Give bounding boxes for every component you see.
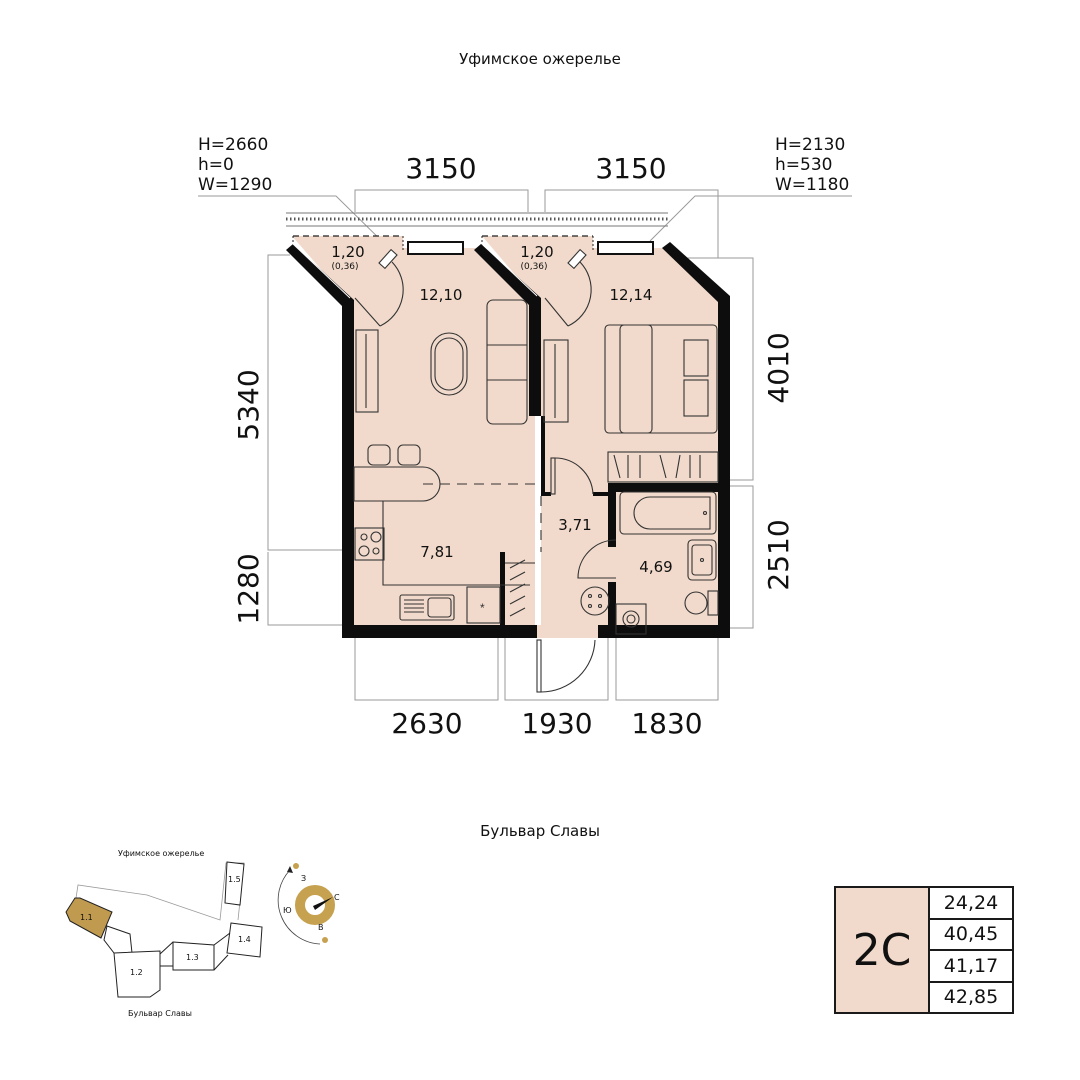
apartment-areas: 24,24 40,45 41,17 42,85	[930, 888, 1012, 1012]
minimap-street-top: Уфимское ожерелье	[118, 849, 204, 858]
svg-text:С: С	[334, 893, 340, 902]
dim-bottom-mid: 1930	[521, 707, 592, 740]
apartment-summary: 2С 24,24 40,45 41,17 42,85	[834, 886, 1014, 1014]
svg-text:1.1: 1.1	[80, 913, 93, 922]
dim-top-right: 3150	[595, 152, 666, 185]
street-top-label: Уфимское ожерелье	[459, 50, 621, 68]
window-spec-left: H=2660 h=0 W=1290	[198, 135, 272, 195]
area-total: 40,45	[930, 919, 1012, 949]
svg-text:W=1290: W=1290	[198, 175, 272, 195]
street-bottom-label: Бульвар Славы	[480, 822, 600, 840]
minimap-street-bottom: Бульвар Славы	[128, 1009, 192, 1018]
bedroom-area: 12,14	[610, 286, 653, 304]
minimap-section-1-4	[226, 922, 263, 958]
svg-text:1.5: 1.5	[228, 875, 241, 884]
doors	[354, 248, 617, 693]
dimension-lines	[198, 189, 852, 701]
svg-text:*: *	[480, 601, 485, 615]
dim-left-upper: 5340	[232, 369, 265, 440]
sun-icon	[293, 863, 299, 869]
balcony-left-reduced-area: (0,36)	[331, 262, 358, 272]
site-minimap: Уфимское ожерелье Бульвар Славы 1.1 1.2 …	[65, 849, 263, 1018]
dim-right-lower: 2510	[762, 519, 795, 590]
balcony-right-area: 1,20	[520, 243, 553, 261]
balcony-right-reduced-area: (0,36)	[520, 262, 547, 272]
walls	[286, 241, 730, 638]
dim-bottom-left: 2630	[391, 707, 462, 740]
minimap-section-1-1	[65, 897, 113, 939]
dim-bottom-right: 1830	[631, 707, 702, 740]
living-room-area: 12,10	[420, 286, 463, 304]
svg-text:h=530: h=530	[775, 155, 832, 175]
area-with-balcony-reduced: 41,17	[930, 951, 1012, 981]
area-with-balcony: 42,85	[930, 982, 1012, 1012]
svg-text:1.4: 1.4	[238, 935, 251, 944]
hall-area: 3,71	[558, 516, 591, 534]
minimap-section-1-2	[113, 950, 161, 998]
svg-text:1.3: 1.3	[186, 953, 199, 962]
kitchen-area: 7,81	[420, 543, 453, 561]
balcony-left-area: 1,20	[331, 243, 364, 261]
dim-top-left: 3150	[405, 152, 476, 185]
dim-left-lower: 1280	[232, 553, 265, 624]
compass: З С Ю В	[277, 863, 340, 945]
svg-text:1.2: 1.2	[130, 968, 143, 977]
apartment-type: 2С	[836, 888, 928, 1012]
svg-text:З: З	[301, 874, 306, 883]
svg-text:W=1180: W=1180	[775, 175, 849, 195]
bathroom-area: 4,69	[639, 558, 672, 576]
minimap-section-1-5	[224, 861, 245, 906]
window-spec-right: H=2130 h=530 W=1180	[775, 135, 849, 195]
furniture: *	[353, 299, 719, 635]
sun-icon	[322, 937, 328, 943]
area-living: 24,24	[930, 888, 1012, 918]
svg-text:В: В	[318, 923, 324, 932]
dim-right-upper: 4010	[762, 332, 795, 403]
floor-left-unit	[292, 236, 535, 625]
svg-text:H=2660: H=2660	[198, 135, 268, 155]
svg-text:Ю: Ю	[283, 906, 292, 915]
svg-text:h=0: h=0	[198, 155, 234, 175]
svg-text:H=2130: H=2130	[775, 135, 845, 155]
